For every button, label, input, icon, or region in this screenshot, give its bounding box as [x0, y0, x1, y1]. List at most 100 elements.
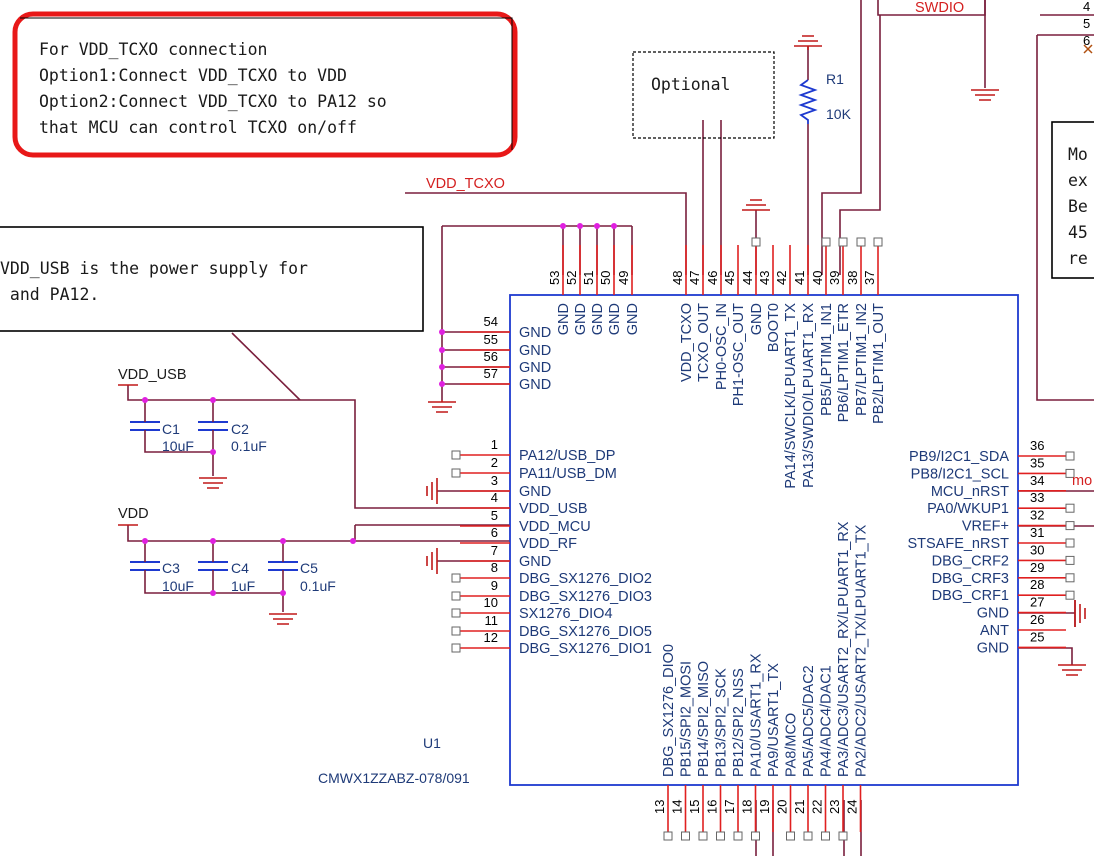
junctions [142, 223, 617, 596]
r1-value: 10K [826, 106, 852, 122]
pins-left: 54GND55GND56GND57GND1PA12/USB_DP2PA11/US… [451, 314, 652, 657]
unconnected-pin-marker [663, 831, 673, 841]
pin-name-50: GND [607, 303, 623, 335]
pin-number-21: 21 [792, 800, 807, 814]
pin-name-29: DBG_CRF3 [932, 571, 1009, 587]
chip-part: CMWX1ZZABZ-078/091 [318, 770, 470, 786]
pin-name-24: PA2/ADC2/USART2_TX/LPUART1_TX [854, 524, 870, 777]
pin-number-56: 56 [484, 349, 498, 364]
usb-note-line-2: and PA12. [0, 285, 99, 304]
pin-name-22: PA4/ADC4/DAC1 [819, 665, 835, 777]
pin-number-13: 13 [652, 800, 667, 814]
pin-name-52: GND [573, 303, 589, 335]
optional-box [632, 51, 775, 139]
tcxo-note-line-3: Option2:Connect VDD_TCXO to PA12 so [39, 92, 387, 111]
pin-number-57: 57 [484, 366, 498, 381]
right-note-line-5: re [1068, 249, 1088, 268]
pin-name-34: MCU_nRST [931, 484, 1009, 500]
c1-ref: C1 [162, 421, 180, 437]
c5-value: 0.1uF [300, 578, 336, 594]
pin-number-16: 16 [705, 800, 720, 814]
pin-number-51: 51 [581, 271, 596, 285]
pin-number-45: 45 [722, 271, 737, 285]
tcxo-note-line-1: For VDD_TCXO connection [39, 40, 267, 59]
pin-name-45: PH1-OSC_OUT [731, 303, 747, 406]
pin-number-52: 52 [564, 271, 579, 285]
pin-name-54: GND [519, 325, 551, 341]
c5-ref: C5 [300, 560, 318, 576]
pin-name-42: PA14/SWCLK/LPUART1_TX [783, 303, 799, 489]
tcxo-note-line-2: Option1:Connect VDD_TCXO to VDD [39, 66, 347, 85]
pin-number-33: 33 [1030, 490, 1044, 505]
pin-number-11: 11 [485, 613, 499, 628]
pin-number-20: 20 [775, 800, 790, 814]
pin-number-26: 26 [1030, 612, 1044, 627]
pin-name-11: DBG_SX1276_DIO5 [519, 624, 652, 640]
unconnected-pin-marker [1065, 555, 1075, 565]
c4-value: 1uF [231, 578, 255, 594]
pin-number-7: 7 [491, 543, 498, 558]
pin-name-40: PB5/LPTIM1_IN1 [819, 303, 835, 416]
pin-number-42: 42 [774, 271, 789, 285]
pin-name-26: ANT [980, 623, 1009, 639]
unconnected-pin-marker [681, 831, 690, 841]
pin-name-41: PA13/SWDIO/LPUART1_RX [801, 303, 817, 488]
right-note-line-2: ex [1068, 171, 1088, 190]
unconnected-pin-marker [838, 237, 848, 247]
pin-number-5: 5 [491, 508, 498, 523]
pin-name-27: GND [977, 606, 1009, 622]
unconnected-pin-marker [716, 831, 725, 841]
unconnected-pin-marker [751, 237, 761, 247]
pin-number-49: 49 [616, 271, 631, 285]
pin-number-53: 53 [547, 271, 562, 285]
unconnected-pin-marker [451, 643, 461, 653]
pin-name-35: PB8/I2C1_SCL [911, 466, 1009, 482]
unconnected-pin-marker [803, 831, 813, 841]
pin-name-56: GND [519, 360, 551, 376]
unconnected-pin-marker [873, 237, 883, 247]
pin-name-36: PB9/I2C1_SDA [909, 449, 1009, 465]
no-connect-mark [1083, 44, 1093, 54]
pin-name-15: PB14/SPI2_MISO [696, 661, 712, 777]
pin-name-7: GND [519, 554, 551, 570]
pin-name-8: DBG_SX1276_DIO2 [519, 571, 652, 587]
pin-name-28: DBG_CRF1 [932, 588, 1009, 604]
pin-name-16: PB13/SPI2_SCK [714, 668, 730, 777]
pin-number-14: 14 [670, 800, 685, 814]
net-vdd-usb: VDD_USB [118, 367, 187, 383]
pin-name-51: GND [590, 303, 606, 335]
pin-name-46: PH0-OSC_IN [714, 303, 730, 390]
c4-ref: C4 [231, 560, 249, 576]
pins-top: 53GND52GND51GND50GND49GND48VDD_TCXO47TCX… [547, 237, 887, 489]
net-swdio: SWDIO [915, 0, 964, 16]
unconnected-pin-marker [1065, 521, 1075, 531]
pin-number-34: 34 [1030, 473, 1044, 488]
pin-number-40: 40 [810, 271, 825, 285]
pin-name-25: GND [977, 640, 1009, 656]
connector-pin-5: 5 [1083, 16, 1090, 31]
pin-number-41: 41 [792, 271, 807, 285]
tcxo-note-frame [20, 17, 513, 150]
pin-name-33: PA0/WKUP1 [927, 501, 1009, 517]
right-note-line-1: Mo [1068, 145, 1088, 164]
pin-number-50: 50 [598, 271, 613, 285]
net-vdd: VDD [118, 506, 149, 522]
pin-name-19: PA9/USART1_TX [766, 663, 782, 777]
pin-name-32: VREF+ [962, 519, 1009, 535]
connector-pin-4: 4 [1083, 0, 1090, 14]
unconnected-pin-marker [733, 831, 743, 841]
pin-number-24: 24 [845, 800, 860, 814]
pin-number-18: 18 [740, 800, 755, 814]
pin-name-14: PB15/SPI2_MOSI [679, 661, 695, 777]
unconnected-pin-marker [838, 831, 848, 841]
pin-number-22: 22 [810, 800, 825, 814]
right-note-line-3: Be [1068, 197, 1088, 216]
unconnected-pin-marker [1065, 451, 1075, 461]
pin-name-43: BOOT0 [766, 303, 782, 352]
pin-name-12: DBG_SX1276_DIO1 [519, 641, 652, 657]
net-right: mo [1072, 473, 1092, 489]
unconnected-pin-marker [856, 237, 866, 247]
unconnected-pin-marker [1065, 503, 1075, 513]
pin-name-48: VDD_TCXO [679, 303, 695, 382]
